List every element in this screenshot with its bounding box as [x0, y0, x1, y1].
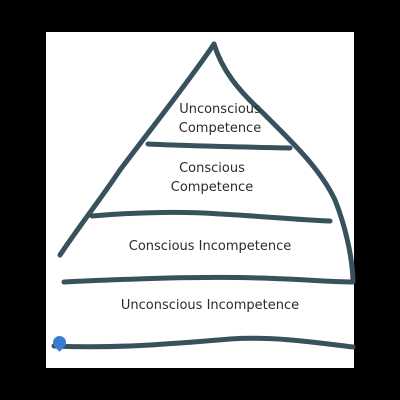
level-unconscious-incompetence: Unconscious Incompetence [120, 298, 300, 313]
level-unconscious-competence: Unconscious Competence [178, 102, 262, 136]
divider-line-1 [145, 141, 293, 151]
divider-line-3 [61, 274, 356, 285]
base-line [51, 335, 356, 350]
divider-line-2 [89, 209, 333, 224]
level-conscious-competence: Conscious Competence [170, 161, 254, 195]
pyramid-right-edge [211, 41, 356, 283]
level-conscious-incompetence: Conscious Incompetence [128, 239, 292, 254]
pyramid-left-edge [57, 41, 217, 258]
